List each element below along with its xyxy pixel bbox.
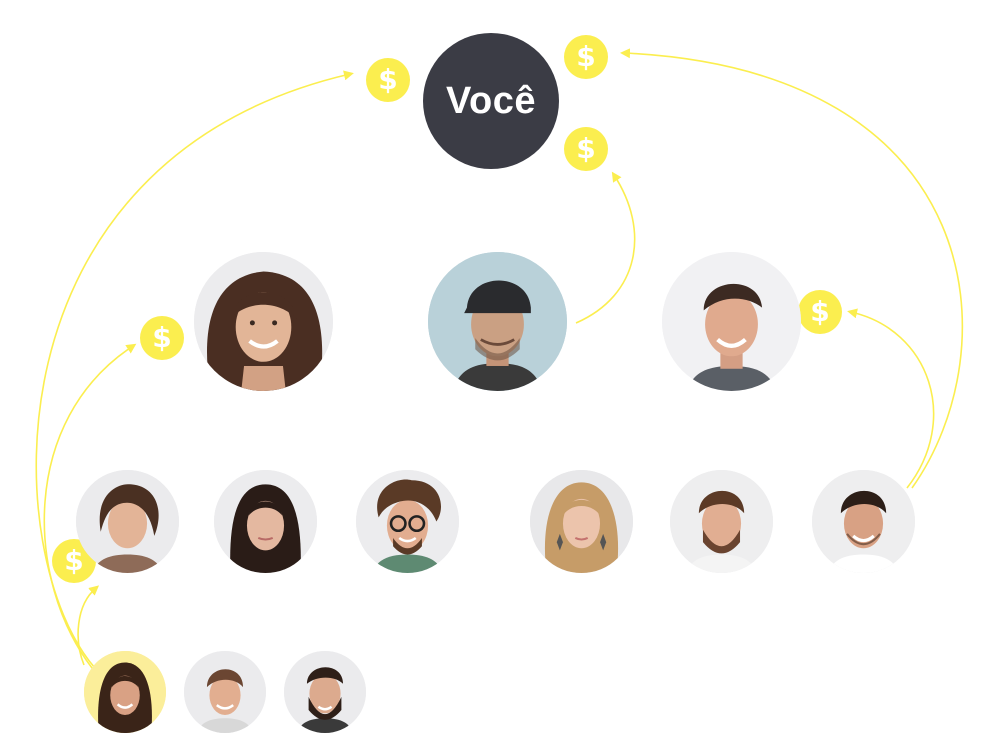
avatar-man-beard xyxy=(670,470,773,573)
avatar-woman-dark-hair xyxy=(214,470,317,573)
avatar-woman-smiling-highlighted xyxy=(84,651,166,733)
coin-icon: $ xyxy=(798,290,842,334)
link-level2-to-level1 xyxy=(847,308,935,489)
avatar-man-smiling-2 xyxy=(812,470,915,573)
avatar-young-man xyxy=(76,470,179,573)
avatar-woman-curly-hair xyxy=(194,252,333,391)
link-level1-to-center xyxy=(575,171,636,324)
coin-icon: $ xyxy=(564,35,608,79)
coin-icon: $ xyxy=(564,127,608,171)
avatar-man-glasses xyxy=(356,470,459,573)
avatar-man-short-hair xyxy=(184,651,266,733)
you-node: Você xyxy=(423,33,559,169)
avatar-man-smiling xyxy=(662,252,801,391)
avatar-man-cap xyxy=(428,252,567,391)
link-level2-to-center xyxy=(620,48,964,489)
coin-icon: $ xyxy=(52,539,96,583)
link-level3-to-level2 xyxy=(77,585,100,666)
avatar-woman-blonde xyxy=(530,470,633,573)
coin-icon: $ xyxy=(140,316,184,360)
coin-icon: $ xyxy=(366,58,410,102)
avatar-man-full-beard xyxy=(284,651,366,733)
you-label: Você xyxy=(445,79,536,122)
